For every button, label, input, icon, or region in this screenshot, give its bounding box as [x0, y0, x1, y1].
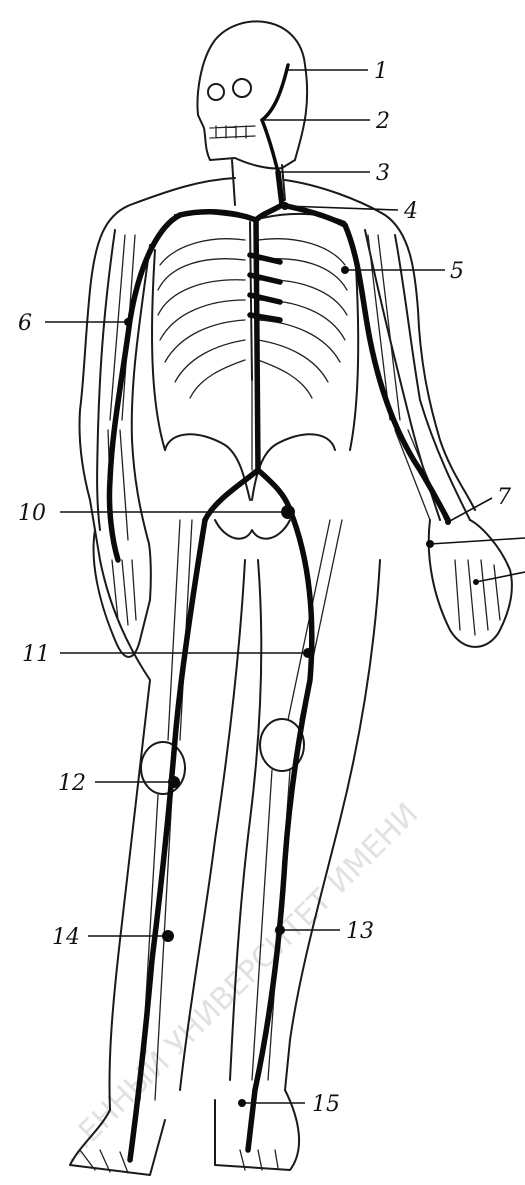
- label-15: 15: [312, 1092, 340, 1117]
- label-1: 1: [374, 59, 388, 84]
- label-7: 7: [497, 485, 511, 510]
- label-5: 5: [450, 259, 464, 284]
- label-13: 13: [346, 919, 374, 944]
- label-12: 12: [58, 771, 86, 796]
- label-6: 6: [18, 311, 32, 336]
- label-14: 14: [52, 925, 80, 950]
- label-10: 10: [18, 501, 46, 526]
- label-4: 4: [403, 199, 418, 224]
- label-2: 2: [375, 109, 390, 134]
- label-3: 3: [376, 161, 390, 186]
- body-outline: [70, 21, 512, 1175]
- label-11: 11: [22, 642, 50, 667]
